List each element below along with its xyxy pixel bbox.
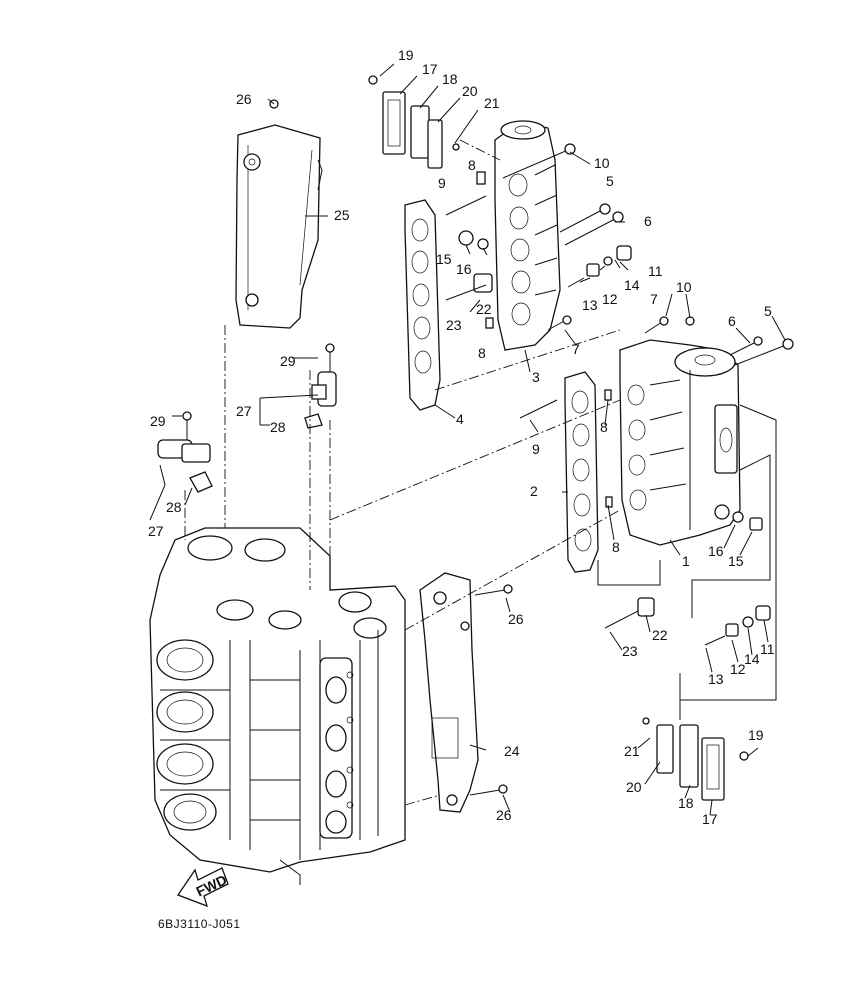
label-18: 18 xyxy=(442,71,458,87)
label-13: 13 xyxy=(708,671,724,687)
leader-lines xyxy=(149,63,786,816)
label-9: 9 xyxy=(532,441,540,457)
label-14: 14 xyxy=(624,277,640,293)
fasteners xyxy=(157,75,794,801)
label-24: 24 xyxy=(504,743,520,759)
label-10: 10 xyxy=(676,279,692,295)
label-9: 9 xyxy=(438,175,446,191)
label-8: 8 xyxy=(468,157,476,173)
label-12: 12 xyxy=(602,291,618,307)
gasket-2 xyxy=(564,371,599,573)
cover-25 xyxy=(235,124,323,329)
label-8: 8 xyxy=(478,345,486,361)
label-6: 6 xyxy=(728,313,736,329)
label-15: 15 xyxy=(728,553,744,569)
label-20: 20 xyxy=(462,83,478,99)
label-18: 18 xyxy=(678,795,694,811)
label-8: 8 xyxy=(600,419,608,435)
label-29: 29 xyxy=(280,353,296,369)
label-19: 19 xyxy=(748,727,764,743)
part-labels: 19 17 18 20 21 26 10 8 9 5 6 25 15 16 11… xyxy=(148,47,775,827)
label-1: 1 xyxy=(682,553,690,569)
label-15: 15 xyxy=(436,251,452,267)
label-17: 17 xyxy=(422,61,438,77)
label-20: 20 xyxy=(626,779,642,795)
label-27: 27 xyxy=(148,523,164,539)
label-5: 5 xyxy=(764,303,772,319)
label-17: 17 xyxy=(702,811,718,827)
label-23: 23 xyxy=(446,317,462,333)
label-28: 28 xyxy=(166,499,182,515)
label-22: 22 xyxy=(476,301,492,317)
label-21: 21 xyxy=(484,95,500,111)
label-4: 4 xyxy=(456,411,464,427)
label-27: 27 xyxy=(236,403,252,419)
label-29: 29 xyxy=(150,413,166,429)
cylinder-block xyxy=(149,527,406,885)
label-25: 25 xyxy=(334,207,350,223)
label-10: 10 xyxy=(594,155,610,171)
label-22: 22 xyxy=(652,627,668,643)
diagram-code: 6BJ3110-J051 xyxy=(158,917,241,931)
label-13: 13 xyxy=(582,297,598,313)
label-21: 21 xyxy=(624,743,640,759)
gasket-4 xyxy=(404,199,441,411)
label-3: 3 xyxy=(532,369,540,385)
assembly-lines xyxy=(184,139,777,806)
fwd-arrow: FWD xyxy=(176,867,230,908)
label-12: 12 xyxy=(730,661,746,677)
label-26: 26 xyxy=(496,807,512,823)
label-19: 19 xyxy=(398,47,414,63)
label-28: 28 xyxy=(270,419,286,435)
fwd-text: FWD xyxy=(194,871,230,899)
label-7: 7 xyxy=(572,341,580,357)
label-5: 5 xyxy=(606,173,614,189)
intake-manifold-3 xyxy=(494,120,561,351)
cover-24 xyxy=(419,572,479,813)
label-16: 16 xyxy=(456,261,472,277)
label-23: 23 xyxy=(622,643,638,659)
label-6: 6 xyxy=(644,213,652,229)
label-16: 16 xyxy=(708,543,724,559)
label-7: 7 xyxy=(650,291,658,307)
label-11: 11 xyxy=(648,263,663,279)
label-2: 2 xyxy=(530,483,538,499)
label-26: 26 xyxy=(508,611,524,627)
label-14: 14 xyxy=(744,651,760,667)
label-11: 11 xyxy=(760,641,775,657)
label-26: 26 xyxy=(236,91,252,107)
intake-manifold-1 xyxy=(619,339,741,546)
label-8: 8 xyxy=(612,539,620,555)
